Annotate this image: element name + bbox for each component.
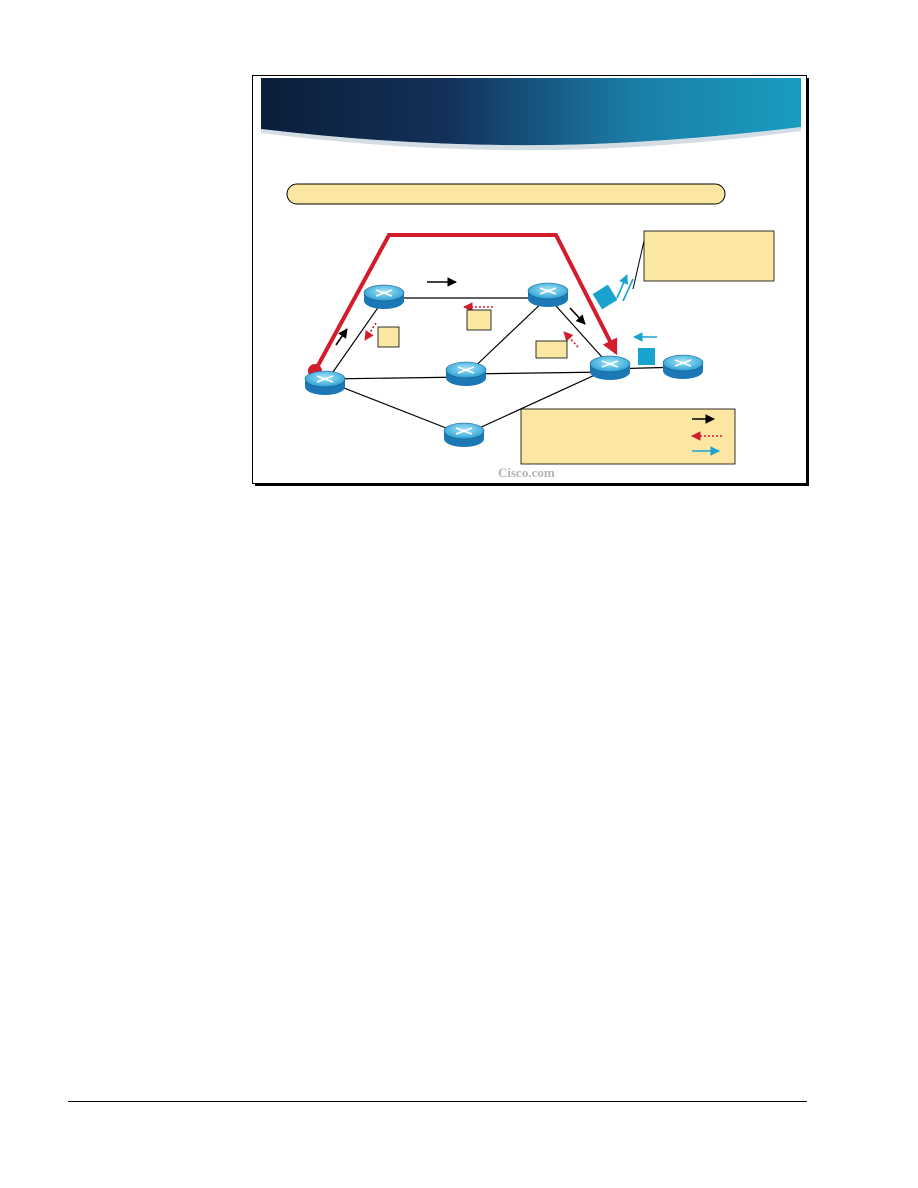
square-packet-icon	[592, 284, 618, 310]
link-r1-r2	[325, 298, 385, 383]
router-r1-arrows	[316, 375, 334, 383]
router-r4-arrows	[457, 366, 475, 374]
label-box-r2-r3	[466, 309, 492, 331]
router-r2-arrows	[375, 289, 393, 297]
square-packet-icon	[638, 348, 655, 365]
router-r1	[304, 370, 346, 395]
router-r6	[662, 354, 704, 379]
arrow-right-icon	[335, 328, 348, 346]
router-r3	[527, 282, 569, 307]
dotted-arrow-left-icon	[563, 331, 579, 348]
banner-highlight	[261, 127, 801, 151]
link-r1-r7	[325, 380, 465, 436]
subtitle-bar	[286, 183, 726, 205]
link-r3-r5	[547, 296, 611, 367]
router-r6-arrows	[674, 359, 692, 367]
arrow-right-icon	[622, 278, 634, 302]
router-r5	[589, 355, 631, 380]
router-r7-arrows	[455, 427, 473, 435]
label-box-r1-r2	[377, 326, 400, 348]
callout-pointer	[632, 240, 645, 290]
cisco-watermark: Cisco.com	[498, 465, 555, 480]
title-banner	[261, 78, 801, 146]
slide-diagram: Cisco.com	[252, 75, 809, 486]
lsp-path	[313, 233, 618, 372]
arrow-right-icon	[616, 274, 628, 299]
router-r7	[443, 422, 485, 447]
link-r4-r3	[465, 296, 549, 376]
label-box-r3-r5	[535, 340, 568, 359]
footer-rule	[68, 1101, 807, 1102]
link-r7-r5	[463, 368, 609, 436]
arrow-right-icon	[569, 307, 586, 325]
legend-box	[520, 408, 736, 465]
callout-box-top-right	[643, 230, 775, 282]
dotted-arrow-left-icon	[364, 322, 377, 341]
router-r3-arrows	[539, 287, 557, 295]
router-r5-arrows	[601, 360, 619, 368]
router-r2	[363, 284, 405, 309]
router-r4	[445, 361, 487, 386]
link-r1-r4	[325, 376, 467, 380]
link-r4-r5	[465, 371, 609, 375]
